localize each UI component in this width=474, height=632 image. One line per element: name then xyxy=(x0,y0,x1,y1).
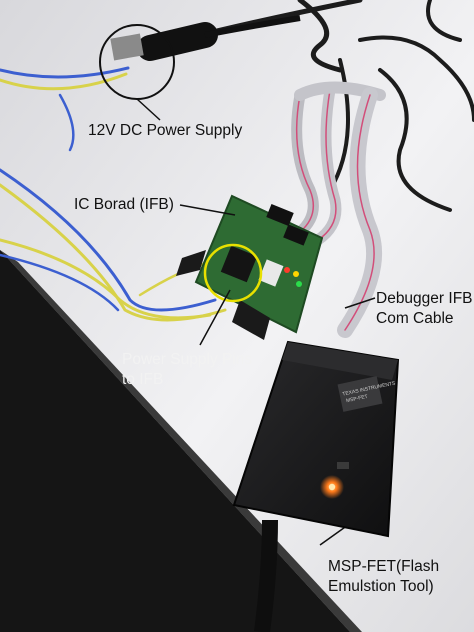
label-msp-fet-line1: MSP-FET(Flash xyxy=(328,558,440,575)
msp-fet-device xyxy=(232,340,400,632)
label-debugger-cable-line1: Debugger IFB xyxy=(376,290,473,307)
label-debugger-cable-line2: Com Cable xyxy=(376,310,454,327)
label-msp-fet-line2: Emulstion Tool) xyxy=(328,578,434,595)
label-power-pins-line2: to IFB xyxy=(122,371,164,388)
dc-barrel-connector xyxy=(110,15,301,61)
label-dc-power-supply: 12V DC Power Supply xyxy=(88,122,243,139)
callout-leader-lines xyxy=(136,98,376,546)
label-ic-board: IC Borad (IFB) xyxy=(74,196,174,213)
ribbon-cables xyxy=(291,81,386,338)
power-pins-callout-ring xyxy=(203,243,263,303)
supply-wires xyxy=(0,66,227,322)
label-power-pins-line1: Power Supply Pins xyxy=(122,351,253,368)
